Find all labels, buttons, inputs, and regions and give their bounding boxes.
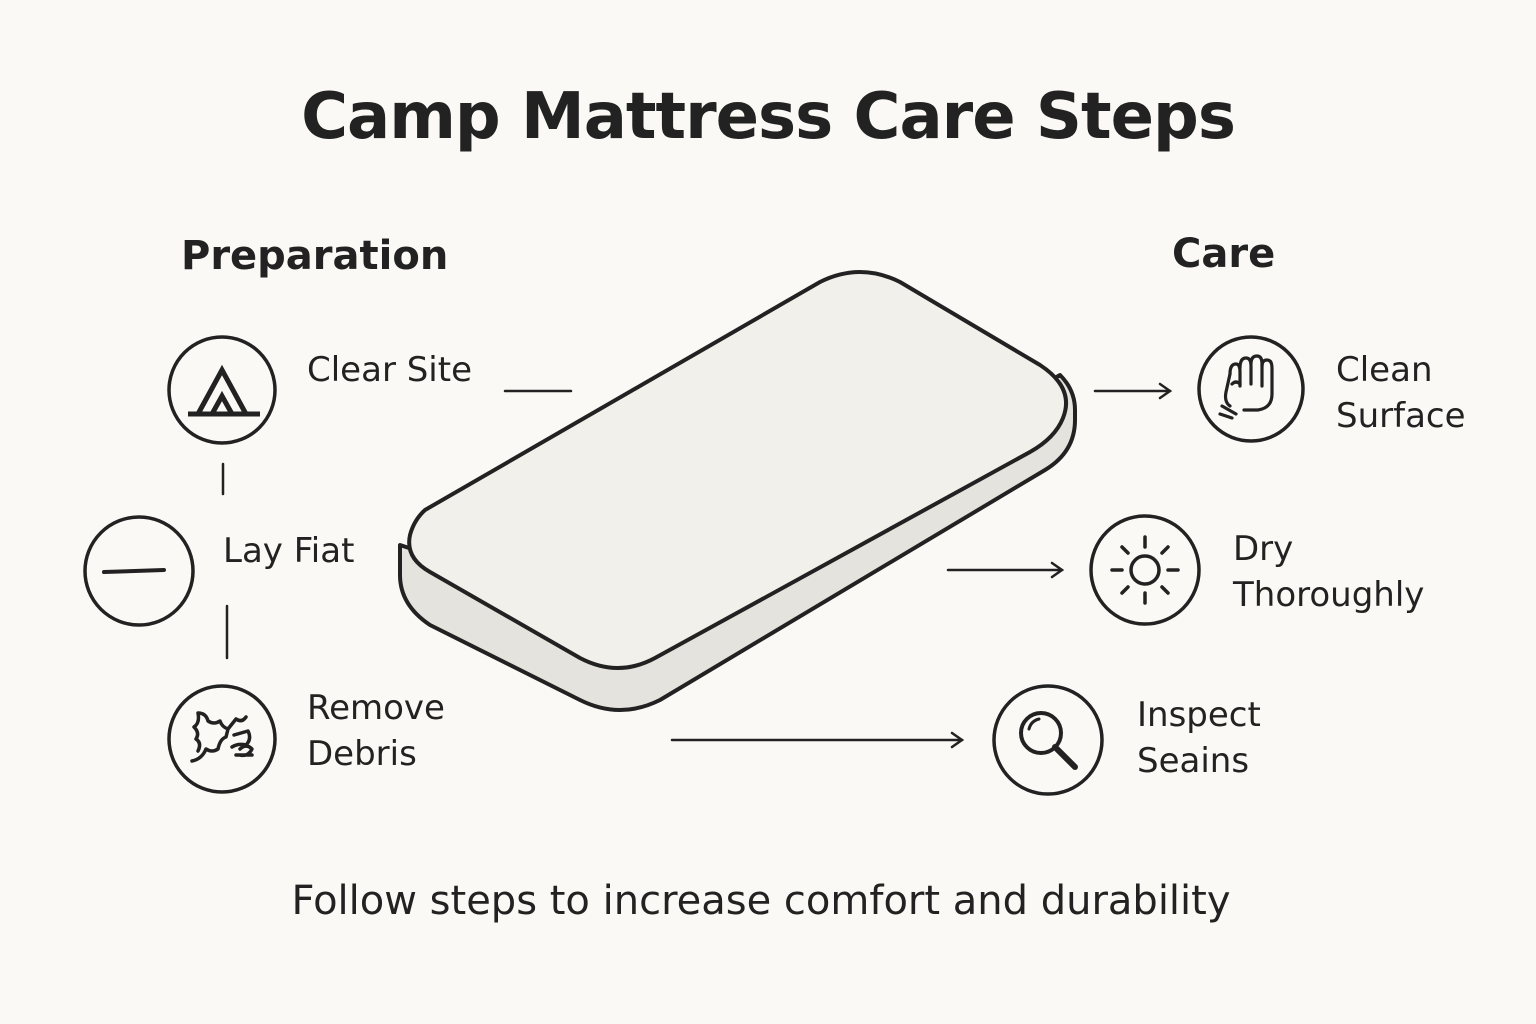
sun-icon <box>1088 513 1202 631</box>
preparation-heading: Preparation <box>181 233 449 279</box>
step-label-line: Surface <box>1336 396 1466 436</box>
debris-icon <box>166 683 278 799</box>
mattress-top <box>407 270 1069 670</box>
page-title: Camp Mattress Care Steps <box>301 80 1236 154</box>
step-label-clear-site: Clear Site <box>307 347 472 393</box>
mattress <box>398 270 1077 712</box>
step-label-remove-debris: Remove Debris <box>307 685 445 777</box>
step-label-line: Seains <box>1137 741 1250 781</box>
arrow-inspect-seams <box>670 731 965 749</box>
step-label-line: Clear Site <box>307 350 473 390</box>
flat-line-icon <box>82 514 196 632</box>
step-label-inspect-seams: Inspect Seains <box>1137 692 1261 784</box>
step-label-line: Lay Fiat <box>223 531 355 571</box>
step-label-line: Inspect <box>1137 695 1261 735</box>
hand-icon <box>1196 334 1306 448</box>
arrow-clean-surface <box>1093 382 1173 400</box>
care-heading: Care <box>1172 231 1276 277</box>
step-label-line: Dry <box>1233 529 1294 569</box>
step-label-clean-surface: Clean Surface <box>1336 347 1466 439</box>
step-label-line: Clean <box>1336 350 1433 390</box>
tent-icon <box>166 334 278 450</box>
step-label-lay-flat: Lay Fiat <box>223 528 354 574</box>
step-label-line: Thoroughly <box>1233 575 1425 615</box>
step-label-dry-thoroughly: Dry Thoroughly <box>1233 526 1424 618</box>
connectors <box>221 382 1173 749</box>
arrow-dry-thoroughly <box>946 561 1065 579</box>
step-label-line: Remove <box>307 688 445 728</box>
footer-caption: Follow steps to increase comfort and dur… <box>291 878 1231 924</box>
magnifier-icon <box>991 683 1105 801</box>
step-label-line: Debris <box>307 734 417 774</box>
